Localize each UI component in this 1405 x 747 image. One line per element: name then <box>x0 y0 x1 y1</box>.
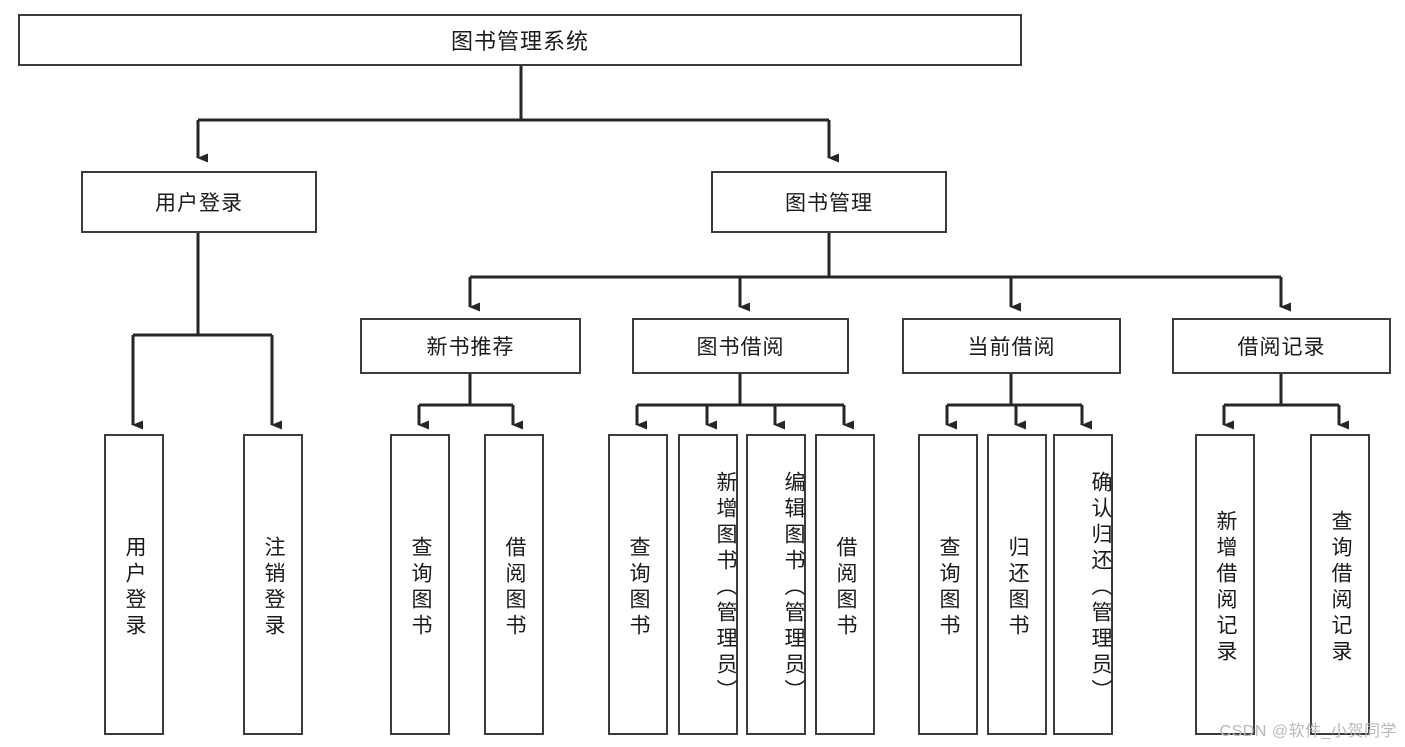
leaf-return-book[interactable]: 归还图书 <box>987 434 1047 735</box>
leaf-edit-book[interactable]: 编辑图书（管理员） <box>746 434 806 735</box>
leaf-query-book-3[interactable]: 查询图书 <box>918 434 978 735</box>
leaf-borrow-book-2[interactable]: 借阅图书 <box>815 434 875 735</box>
node-current-borrow[interactable]: 当前借阅 <box>902 318 1121 374</box>
leaf-user-login[interactable]: 用户登录 <box>104 434 164 735</box>
watermark-credit: CSDN @软件_小贺同学 <box>1219 723 1397 740</box>
leaf-add-record[interactable]: 新增借阅记录 <box>1195 434 1255 735</box>
leaf-add-book[interactable]: 新增图书（管理员） <box>678 434 738 735</box>
leaf-query-record[interactable]: 查询借阅记录 <box>1310 434 1370 735</box>
leaf-logout[interactable]: 注销登录 <box>243 434 303 735</box>
leaf-borrow-book-1[interactable]: 借阅图书 <box>484 434 544 735</box>
leaf-confirm-return[interactable]: 确认归还（管理员） <box>1053 434 1113 735</box>
leaf-query-book-1[interactable]: 查询图书 <box>390 434 450 735</box>
node-root[interactable]: 图书管理系统 <box>18 14 1022 66</box>
node-user-login[interactable]: 用户登录 <box>81 171 317 233</box>
node-book-management[interactable]: 图书管理 <box>711 171 947 233</box>
node-borrow-record[interactable]: 借阅记录 <box>1172 318 1391 374</box>
node-book-borrow[interactable]: 图书借阅 <box>632 318 849 374</box>
leaf-query-book-2[interactable]: 查询图书 <box>608 434 668 735</box>
node-new-book-recommend[interactable]: 新书推荐 <box>360 318 581 374</box>
